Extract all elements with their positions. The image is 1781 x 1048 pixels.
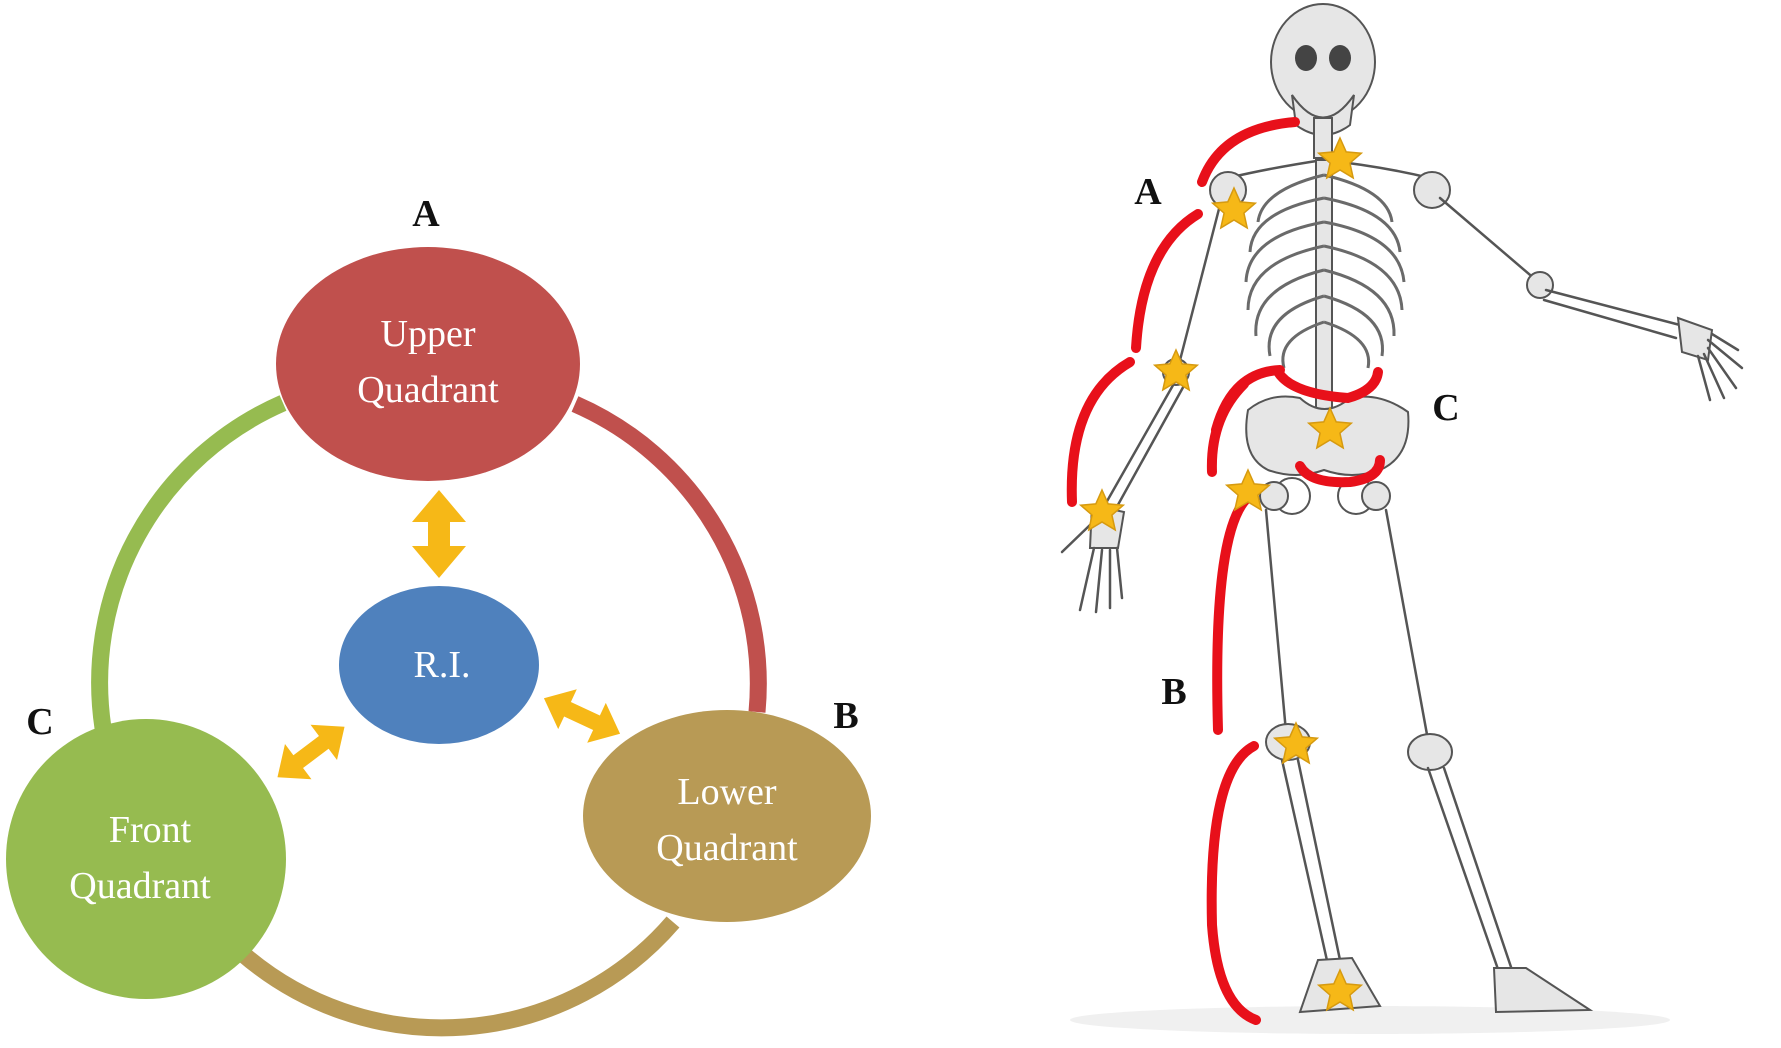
arc-lower-to-front — [237, 916, 680, 1037]
letter-lower: B — [833, 695, 858, 737]
arrow-center-lower — [543, 689, 621, 743]
node-front-label-line2: Quadrant — [69, 865, 211, 907]
arrow-center-front — [277, 724, 345, 780]
node-lower-label-line1: Lower — [677, 771, 777, 813]
ribcage — [1244, 173, 1406, 369]
letter-front: C — [26, 701, 53, 743]
skeleton-illustration: A B C — [1060, 3, 1744, 1034]
node-front-quadrant: Front Quadrant — [6, 719, 286, 999]
node-lower-quadrant: Lower Quadrant — [583, 710, 871, 922]
node-upper-label-line2: Quadrant — [357, 369, 499, 411]
node-center-label: R.I. — [414, 644, 471, 686]
quadrant-diagram: Upper Quadrant Lower Quadrant Front Quad… — [6, 193, 871, 1037]
letter-upper: A — [412, 193, 440, 235]
node-upper-quadrant: Upper Quadrant — [276, 247, 580, 481]
node-front-label-line1: Front — [109, 809, 192, 851]
node-upper-label-line1: Upper — [381, 313, 476, 355]
skeleton-letter-c: C — [1432, 387, 1459, 429]
skeleton-letter-b: B — [1161, 671, 1186, 713]
skeleton-letter-a: A — [1134, 171, 1162, 213]
arc-front-to-upper — [91, 395, 287, 730]
arc-upper-to-lower — [571, 396, 767, 713]
arrow-center-upper — [412, 490, 466, 578]
node-center-ri: R.I. — [339, 586, 539, 744]
node-lower-label-line2: Quadrant — [656, 827, 798, 869]
segment-brackets — [1066, 117, 1385, 1025]
